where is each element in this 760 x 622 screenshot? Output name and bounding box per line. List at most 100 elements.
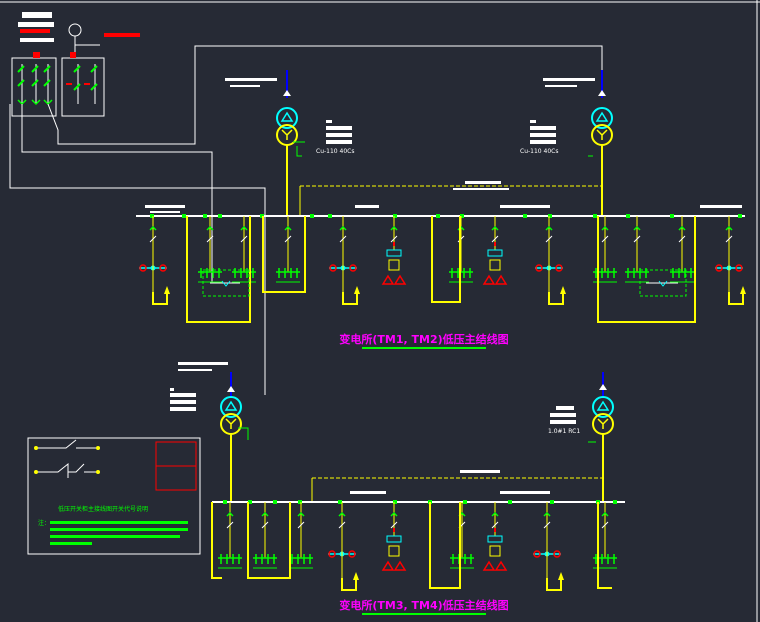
- breaker-icon: [491, 225, 499, 231]
- label-block: [178, 362, 228, 365]
- switch-blade-icon: [297, 521, 305, 529]
- breaker-icon: [284, 225, 292, 231]
- warning-triangle-icon: [393, 560, 407, 571]
- arrow-icon: [221, 280, 668, 287]
- arrow-icon: [227, 386, 235, 392]
- label-block: [170, 388, 174, 391]
- fuse-icon: [494, 242, 496, 246]
- switch-blade-icon: [206, 235, 214, 243]
- bus-tie-loop: [262, 216, 306, 293]
- transformer-tag: 1.0#1 RC1: [548, 428, 580, 435]
- legend-title: 低压开关柜主接线图开关代号说明: [58, 505, 148, 513]
- label-block: [355, 205, 379, 208]
- busbar-node: [182, 214, 186, 218]
- switch-blade-icon: [633, 235, 641, 243]
- motor-icon: [159, 264, 167, 272]
- transformer-caption: Cu-110 40Cs: [520, 148, 558, 155]
- terminal-dot: [34, 470, 38, 474]
- busbar-node: [548, 214, 552, 218]
- label-block: [543, 78, 595, 81]
- label-block: [170, 393, 196, 397]
- ats-cabinet: [202, 269, 250, 297]
- label-block: [170, 407, 196, 411]
- busbar-node: [508, 500, 512, 504]
- feeder-wire: [341, 578, 357, 591]
- busbar-node: [338, 500, 342, 504]
- red-marker: [20, 29, 50, 33]
- legend-note-prefix: 注：: [38, 519, 50, 527]
- capacitor-icon: [487, 535, 503, 543]
- breaker-icon: [206, 225, 214, 231]
- busbar-node: [393, 214, 397, 218]
- breaker-icon: [390, 225, 398, 231]
- label-block: [550, 413, 576, 417]
- breaker-icon: [633, 225, 641, 231]
- motor-icon: [328, 550, 336, 558]
- label-block: [530, 140, 556, 144]
- legend-frame: [27, 437, 201, 555]
- lower-feeders: [218, 502, 617, 591]
- label-block: [326, 120, 332, 123]
- label-block: [326, 133, 352, 137]
- busbar-node: [328, 214, 332, 218]
- note-line: [50, 528, 188, 531]
- busbar-node: [393, 500, 397, 504]
- note-line: [50, 535, 180, 538]
- ats-cabinet: [639, 269, 687, 297]
- breaker-icon: [261, 511, 269, 517]
- busbar-node: [248, 500, 252, 504]
- busbar-nodes: [150, 214, 742, 218]
- busbar-node: [218, 214, 222, 218]
- switch-blade-icon: [390, 521, 398, 529]
- busbar-node: [626, 214, 630, 218]
- switch-blade-icon: [545, 235, 553, 243]
- label-block: [700, 205, 742, 208]
- label-block: [500, 491, 550, 494]
- breaker-icon: [226, 511, 234, 517]
- capacitor-icon: [487, 249, 503, 257]
- switch-blade-icon: [240, 235, 248, 243]
- feeder-wire: [728, 292, 744, 305]
- breaker-icon: [678, 225, 686, 231]
- busbar-node: [738, 214, 742, 218]
- lower-lv-system: 1.0#1 RC1 变电所(TM3, TM4)低压主结线图: [170, 362, 625, 615]
- breaker-icon: [545, 225, 553, 231]
- busbar-node: [436, 214, 440, 218]
- switch-legend: 低压开关柜主接线图开关代号说明 注：: [27, 437, 201, 555]
- switch-blade-icon: [390, 235, 398, 243]
- label-block: [326, 126, 352, 130]
- label-block: [556, 406, 574, 410]
- switch-blade-icon: [543, 521, 551, 529]
- label-block: [178, 369, 212, 371]
- bus-tie-loop: [186, 216, 251, 323]
- feeder-wire: [342, 292, 358, 305]
- warning-triangle-icon: [494, 560, 508, 571]
- label-block: [460, 470, 500, 473]
- label-block: [225, 78, 277, 81]
- label-block: [326, 140, 352, 144]
- switch-blade-icon: [149, 235, 157, 243]
- breaker-icon: [543, 511, 551, 517]
- label-block: [20, 38, 54, 42]
- label-block: [170, 400, 196, 404]
- label-block: [500, 205, 550, 208]
- red-marker: [70, 52, 76, 58]
- arrow-icon: [560, 286, 566, 294]
- upper-lv-system: Cu-110 40Cs Cu-110 40Cs: [136, 70, 746, 349]
- breaker-icon: [338, 511, 346, 517]
- wire: [21, 64, 96, 104]
- note-line: [50, 542, 92, 545]
- terminal-dot: [96, 446, 100, 450]
- fuse-icon: [393, 528, 395, 532]
- bus-tie-loop: [597, 216, 696, 323]
- note-line: [50, 521, 188, 524]
- breaker-icon: [390, 511, 398, 517]
- terminal-dot: [96, 470, 100, 474]
- label-block: [545, 85, 577, 87]
- motor-icon: [139, 264, 147, 272]
- warning-triangle-icon: [482, 274, 496, 285]
- motor-icon: [555, 264, 563, 272]
- bus-tie-loop: [247, 502, 291, 579]
- bus-tie-loop: [211, 502, 222, 579]
